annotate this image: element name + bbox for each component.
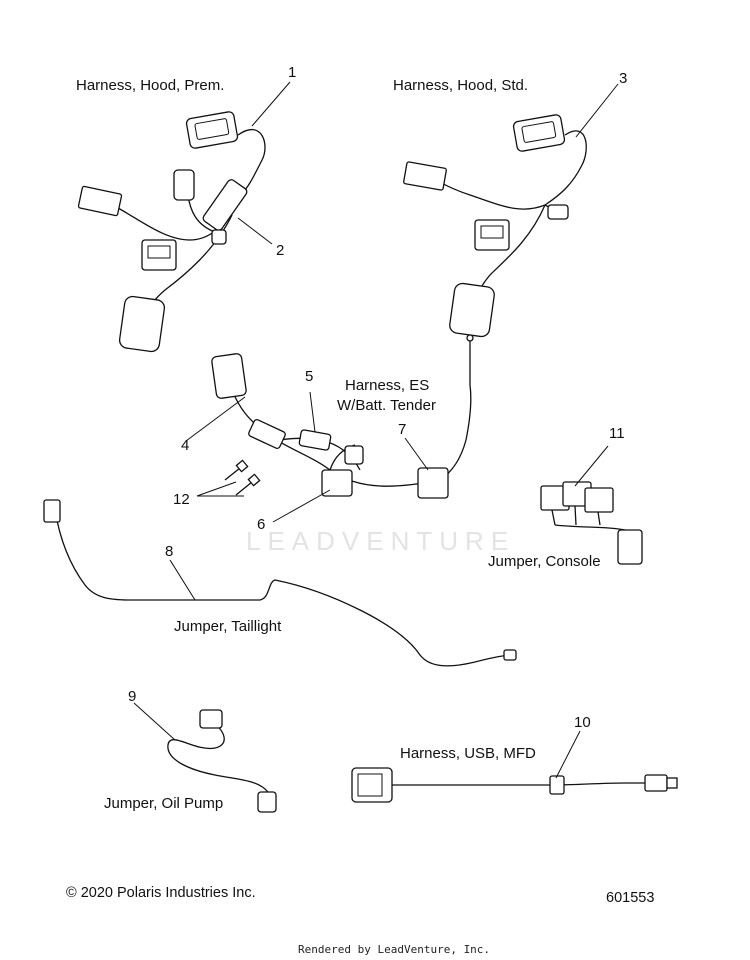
callout-12: 12: [173, 491, 190, 508]
callout-5: 5: [305, 368, 314, 385]
callout-4: 4: [181, 437, 190, 454]
callout-11: 11: [609, 425, 625, 442]
callout-8: 8: [165, 543, 174, 560]
leadventure-watermark: LEADVENTURE: [246, 526, 516, 556]
label-harness-es-line1: Harness, ES: [345, 377, 430, 394]
callout-9: 9: [128, 688, 137, 705]
copyright-text: © 2020 Polaris Industries Inc.: [66, 885, 256, 901]
harness-es-drawing: [211, 334, 474, 499]
callout-7: 7: [398, 421, 407, 438]
label-jumper-taillight: Jumper, Taillight: [174, 618, 282, 635]
jumper-taillight-drawing: [43, 499, 517, 667]
label-harness-usb-mfd: Harness, USB, MFD: [400, 745, 536, 762]
label-harness-hood-std: Harness, Hood, Std.: [393, 77, 529, 94]
harness-hood-prem-drawing: [77, 111, 266, 353]
callout-10: 10: [574, 714, 591, 731]
jumper-oil-pump-drawing: [167, 709, 277, 813]
label-harness-es-line2: W/Batt. Tender: [337, 397, 436, 414]
callout-1: 1: [288, 64, 297, 81]
callout-3: 3: [619, 70, 628, 87]
label-jumper-console: Jumper, Console: [488, 553, 601, 570]
callout-6: 6: [257, 516, 266, 533]
rendered-by-text: Rendered by LeadVenture, Inc.: [298, 943, 491, 956]
callout-2: 2: [276, 242, 285, 259]
label-harness-hood-prem: Harness, Hood, Prem.: [76, 77, 225, 94]
diagram-number: 601553: [606, 890, 655, 906]
jumper-console-drawing: [540, 481, 643, 565]
harness-usb-mfd-drawing: [351, 767, 678, 803]
label-jumper-oil-pump: Jumper, Oil Pump: [104, 795, 224, 812]
harness-hood-std-drawing: [403, 114, 587, 338]
leader-lines: [133, 81, 619, 779]
